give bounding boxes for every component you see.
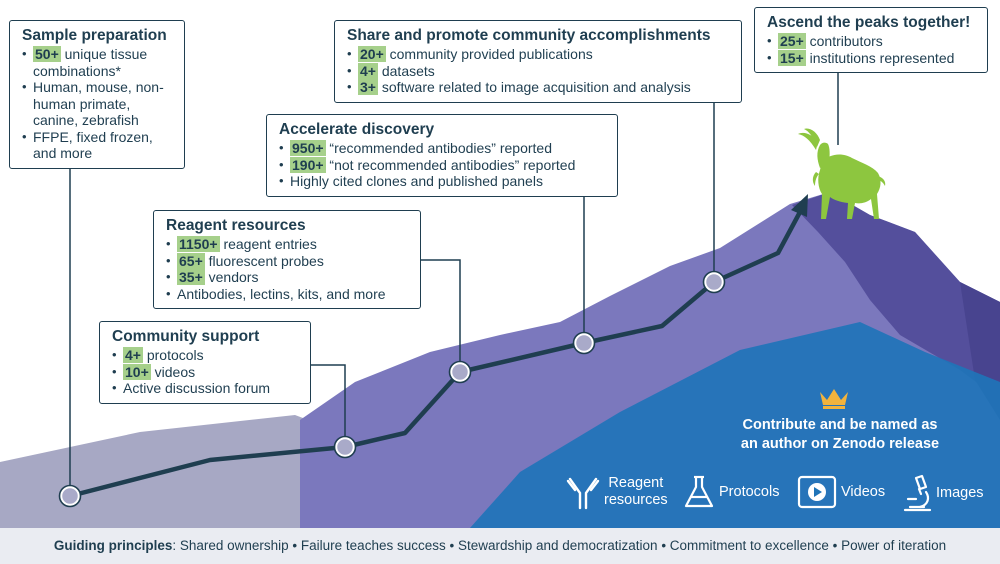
resource-reagent[interactable]: Reagent resources <box>566 474 668 510</box>
reagent-item: Antibodies, lectins, kits, and more <box>166 286 410 303</box>
peaks-title: Ascend the peaks together! <box>767 14 971 31</box>
guiding-principles-footer: Guiding principles: Shared ownership • F… <box>0 528 1000 564</box>
leader-reagent <box>421 259 461 372</box>
share-title: Share and promote community accomplishme… <box>347 27 711 44</box>
resource-videos-label: Videos <box>841 483 886 500</box>
resource-images[interactable]: Images <box>902 474 984 512</box>
stat-highlight: 190+ <box>290 156 326 173</box>
stat-highlight: 65+ <box>177 252 205 269</box>
blue-overlay <box>470 322 1000 528</box>
stat-highlight: 20+ <box>358 46 386 62</box>
stat-highlight: 35+ <box>177 269 205 285</box>
community-item: 10+ videos <box>112 363 300 381</box>
stat-highlight: 4+ <box>123 347 143 363</box>
peaks-item: 15+ institutions represented <box>767 49 977 67</box>
resource-reagent-label: Reagent resources <box>604 475 668 508</box>
leader-community <box>311 364 346 447</box>
community-box: Community support 4+ protocols 10+ video… <box>99 321 311 404</box>
community-title: Community support <box>112 328 260 345</box>
reagent-box: Reagent resources 1150+ reagent entries … <box>153 210 421 309</box>
accelerate-item: 950+ “recommended antibodies” reported <box>279 140 607 157</box>
microscope-icon <box>903 474 932 512</box>
share-item: 20+ community provided publications <box>347 46 731 63</box>
stat-highlight: 25+ <box>778 33 806 49</box>
stat-highlight: 1150+ <box>177 236 220 252</box>
contribute-callout: Contribute and be named as an author on … <box>718 416 962 454</box>
reagent-title: Reagent resources <box>166 217 306 234</box>
milestone-share <box>703 271 725 293</box>
resource-protocols-label: Protocols <box>719 483 780 500</box>
accelerate-title: Accelerate discovery <box>279 121 435 138</box>
resource-images-label: Images <box>936 484 984 501</box>
sample-item: FFPE, fixed frozen, and more <box>22 129 174 162</box>
antibody-icon <box>566 477 600 510</box>
stat-highlight: 4+ <box>358 62 378 79</box>
stat-highlight: 950+ <box>290 140 326 156</box>
sample-item: 50+ unique tissue combinations* <box>22 46 174 79</box>
guiding-principles-label: Guiding principles <box>53 538 173 553</box>
mountain-goat-icon <box>798 128 886 219</box>
accelerate-item: Highly cited clones and published panels <box>279 173 607 190</box>
contribute-line-1: Contribute and be named as <box>742 417 938 433</box>
share-item: 4+ datasets <box>347 62 731 80</box>
play-icon <box>797 475 837 509</box>
reagent-item: 35+ vendors <box>166 269 410 286</box>
resource-protocols[interactable]: Protocols <box>683 474 779 510</box>
peaks-box: Ascend the peaks together! 25+ contribut… <box>754 7 988 73</box>
contribute-line-2: an author on Zenodo release <box>740 436 940 452</box>
stat-highlight: 15+ <box>778 49 806 66</box>
accelerate-item: 190+ “not recommended antibodies” report… <box>279 156 607 174</box>
flask-icon <box>684 475 714 508</box>
stat-highlight: 3+ <box>358 79 378 95</box>
milestone-sample <box>59 485 81 507</box>
guiding-principles-text: : Shared ownership • Failure teaches suc… <box>172 538 947 553</box>
stat-highlight: 50+ <box>33 46 61 62</box>
community-item: 4+ protocols <box>112 347 300 364</box>
sample-preparation-title: Sample preparation <box>22 27 167 44</box>
milestone-community <box>334 436 356 458</box>
sample-item: Human, mouse, non-human primate, canine,… <box>22 79 174 129</box>
milestone-reagent <box>449 361 471 383</box>
dark-summit-ridge <box>792 192 1000 400</box>
ascent-arrowhead <box>791 194 808 217</box>
accelerate-box: Accelerate discovery 950+ “recommended a… <box>266 114 618 197</box>
peaks-item: 25+ contributors <box>767 33 977 50</box>
share-box: Share and promote community accomplishme… <box>334 20 742 103</box>
milestone-accelerate <box>573 332 595 354</box>
ascent-path <box>69 210 802 499</box>
community-item: Active discussion forum <box>112 380 300 397</box>
sample-preparation-box: Sample preparation 50+ unique tissue com… <box>9 20 185 169</box>
stat-highlight: 10+ <box>123 363 151 380</box>
share-item: 3+ software related to image acquisition… <box>347 79 731 96</box>
crown-icon <box>820 389 848 409</box>
reagent-item: 1150+ reagent entries <box>166 236 410 253</box>
resource-videos[interactable]: Videos <box>797 475 885 509</box>
reagent-item: 65+ fluorescent probes <box>166 252 410 270</box>
